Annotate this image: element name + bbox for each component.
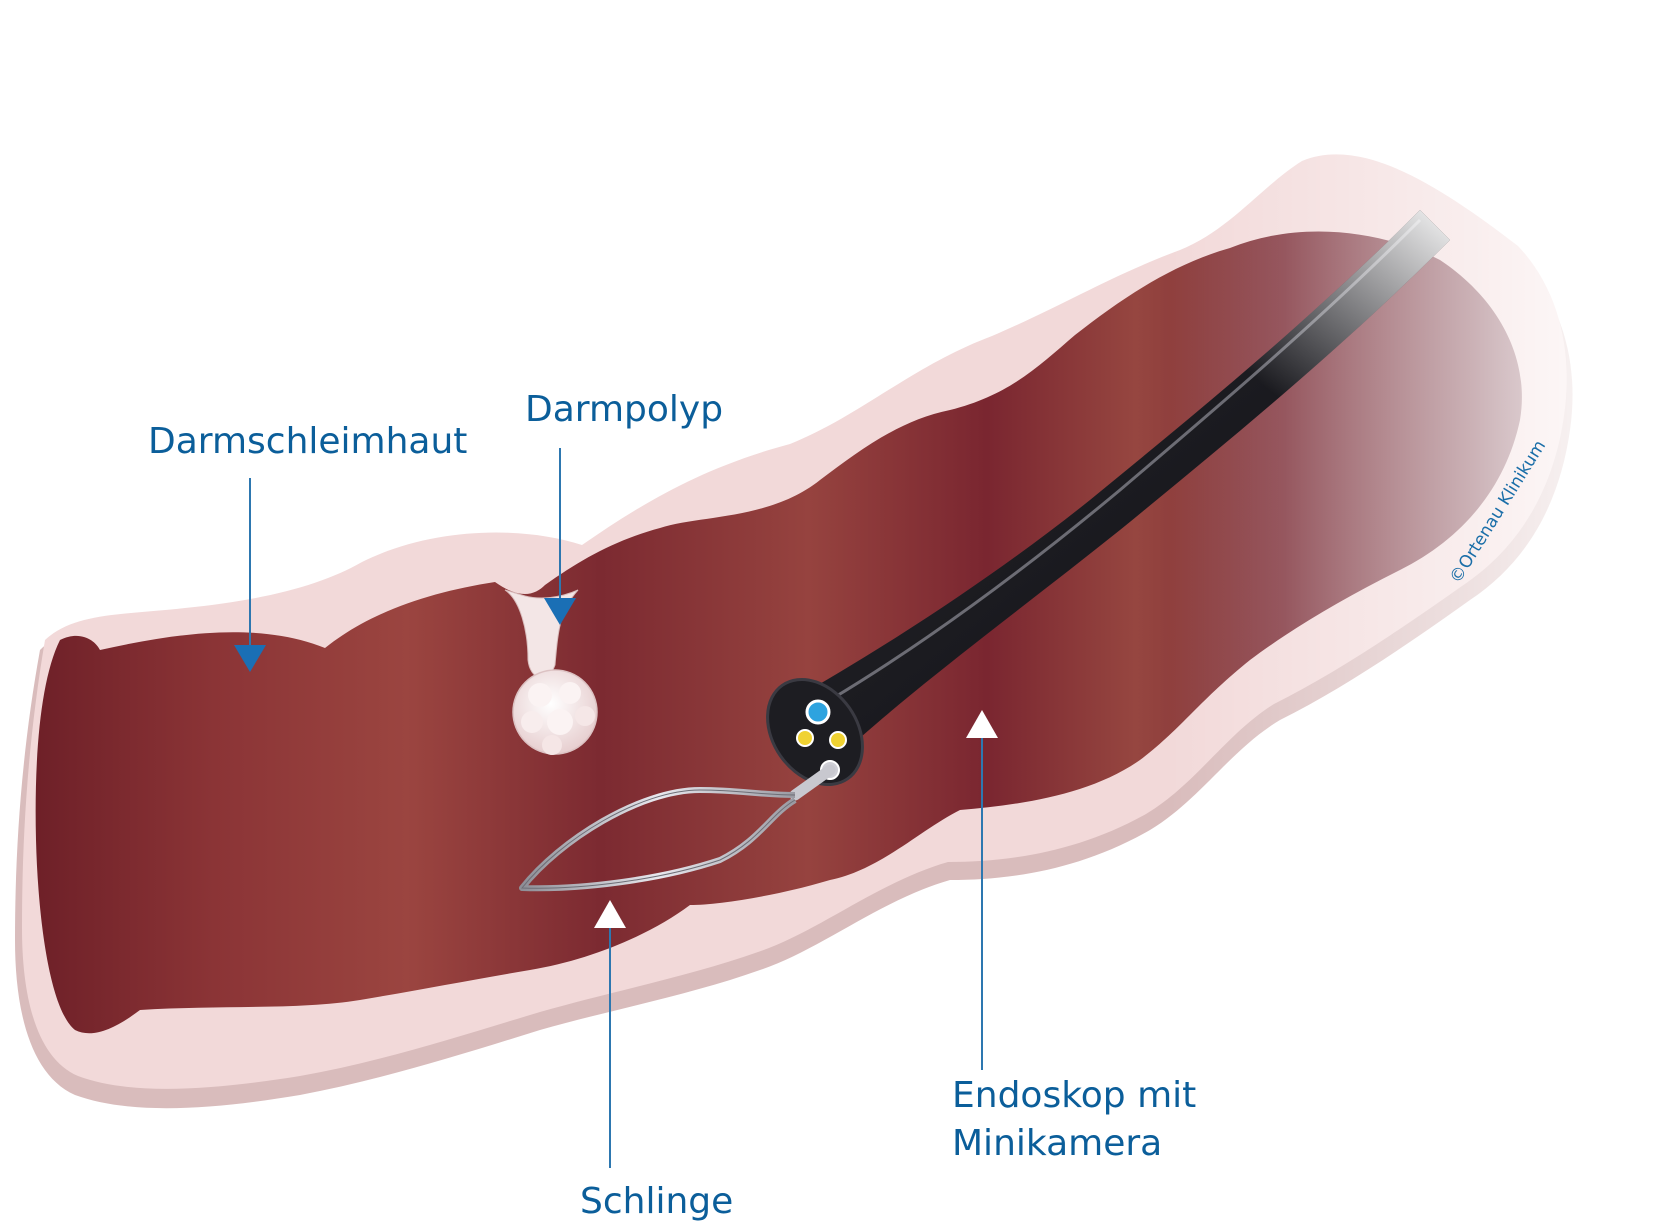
arrow-down-icon: [234, 645, 266, 672]
endoscope-fade: [792, 210, 1450, 765]
label-endoskop-line2: Minikamera: [952, 1123, 1163, 1164]
label-endoskop-line1: Endoskop mit: [952, 1075, 1197, 1116]
endoscope-tip: [766, 677, 864, 787]
arrow-up-icon: [966, 710, 998, 738]
yellow-light-icon: [796, 729, 814, 747]
pointer-endoskop: [966, 710, 998, 1070]
label-schlinge: Schlinge: [580, 1181, 734, 1222]
arrow-down-icon: [544, 598, 576, 625]
pointer-darmpolyp: [544, 448, 576, 625]
pointer-darmschleimhaut: [234, 478, 266, 672]
polyp-head: [512, 669, 598, 755]
label-darmschleimhaut: Darmschleimhaut: [148, 421, 468, 462]
label-darmpolyp: Darmpolyp: [525, 389, 724, 430]
arrow-up-icon: [594, 900, 626, 928]
label-endoskop: Endoskop mit Minikamera: [952, 1072, 1196, 1168]
pointer-schlinge: [594, 900, 626, 1168]
snare: [519, 764, 836, 892]
blue-lens-icon: [805, 699, 831, 725]
yellow-light-icon: [829, 731, 847, 749]
